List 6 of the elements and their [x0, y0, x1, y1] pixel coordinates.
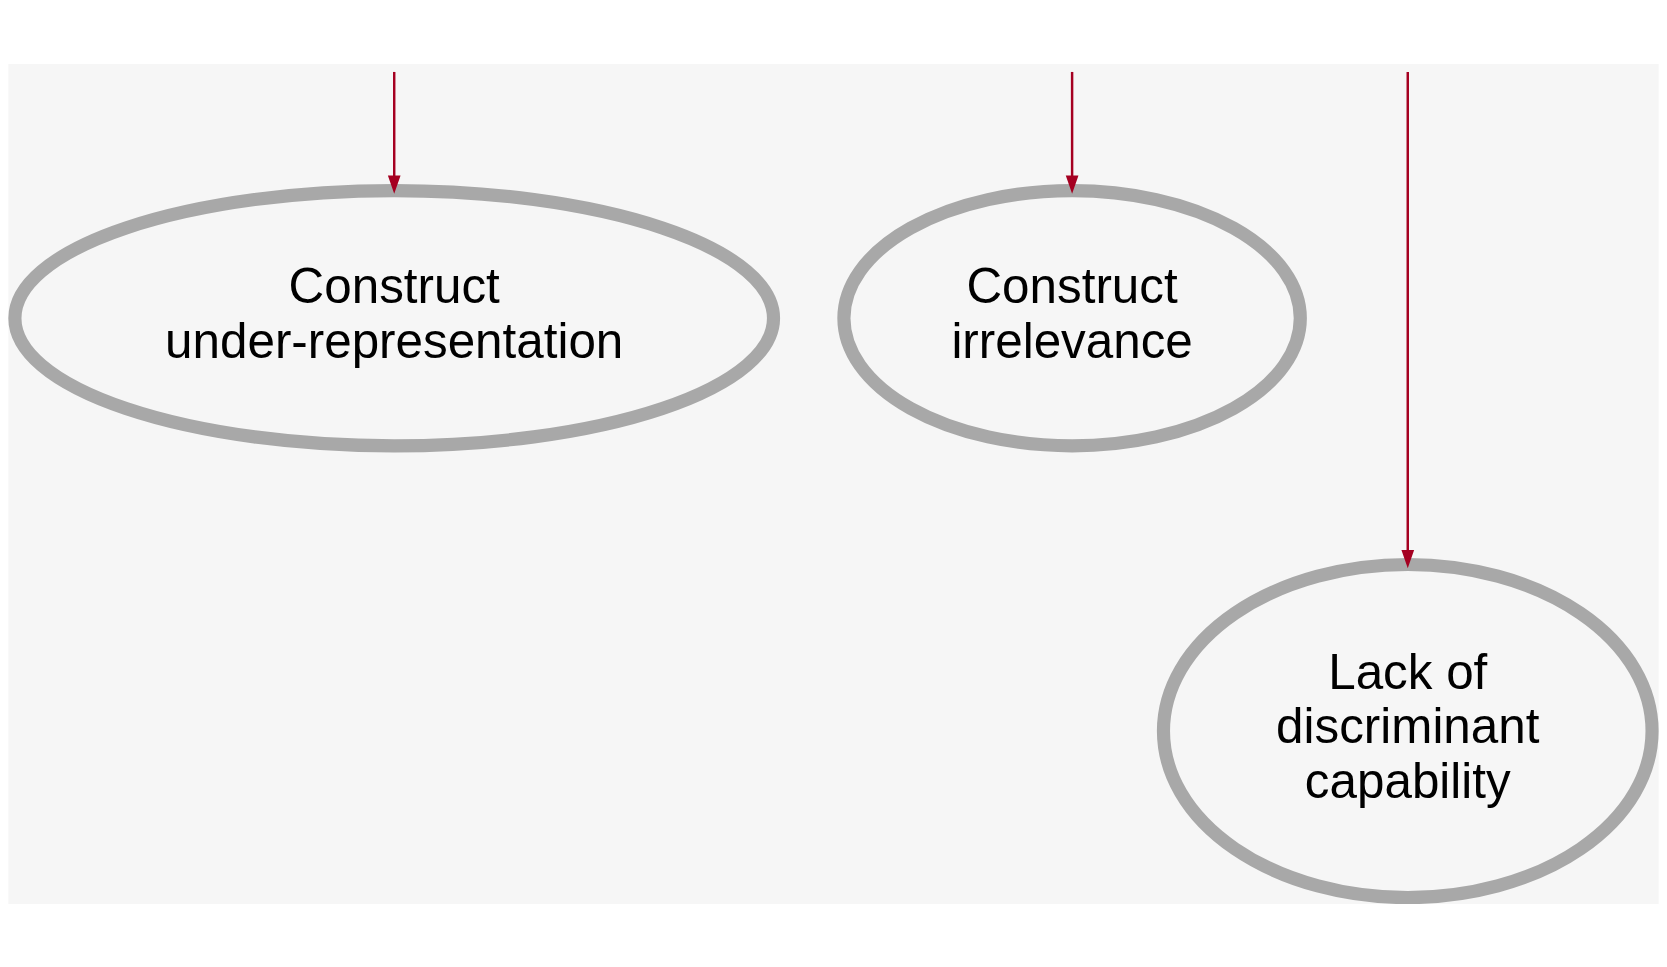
arrow: [1065, 71, 1079, 194]
arrow: [387, 71, 401, 194]
node-ellipse: Construct under-representation: [8, 183, 781, 452]
arrow: [1401, 71, 1415, 568]
node-ellipse: Lack of discriminant capability: [1156, 557, 1659, 904]
node-ellipse: Construct irrelevance: [837, 183, 1307, 452]
